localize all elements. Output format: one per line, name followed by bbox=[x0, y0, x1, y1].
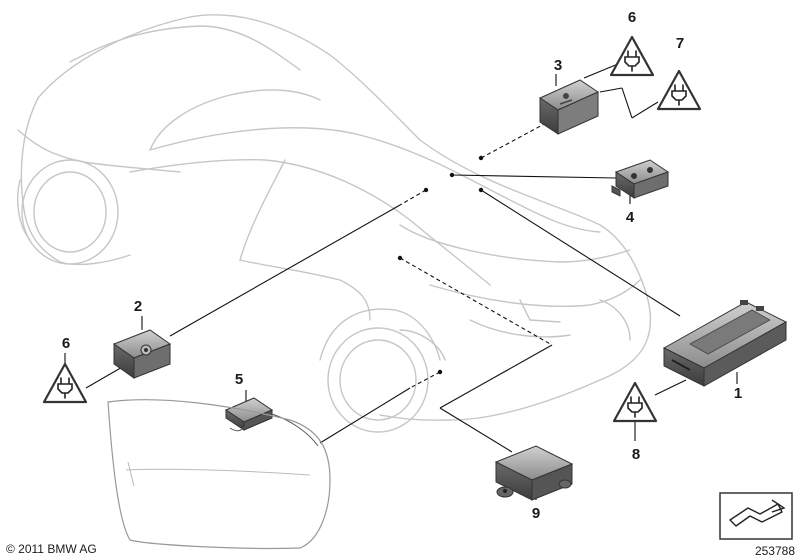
callout-7: 7 bbox=[676, 35, 684, 52]
part-3-control-module bbox=[538, 79, 600, 135]
warning-triangle-plug-icon bbox=[612, 381, 658, 423]
callout-2: 2 bbox=[134, 298, 142, 315]
warning-triangle-plug-icon bbox=[609, 35, 655, 77]
part-5-antenna bbox=[224, 397, 319, 447]
warning-triangle-plug-icon bbox=[42, 362, 88, 404]
callout-4: 4 bbox=[626, 209, 635, 226]
arrow-navigation-icon bbox=[719, 492, 793, 540]
part-9-sensor bbox=[494, 445, 574, 501]
leader-lines bbox=[64, 63, 738, 500]
callout-5: 5 bbox=[235, 371, 243, 388]
callout-1: 1 bbox=[734, 385, 742, 402]
callout-9: 9 bbox=[532, 505, 540, 522]
warning-triangle-plug-icon bbox=[656, 69, 702, 111]
part-2-control-module bbox=[112, 329, 172, 379]
callout-8: 8 bbox=[632, 446, 640, 463]
part-1-telematics-unit bbox=[662, 300, 788, 387]
copyright-text: © 2011 BMW AG bbox=[6, 542, 97, 556]
car-outline bbox=[17, 14, 652, 433]
callout-6-left: 6 bbox=[62, 335, 70, 352]
callout-3: 3 bbox=[554, 57, 562, 74]
part-4-sensor-module bbox=[611, 159, 670, 199]
callout-6-top: 6 bbox=[628, 9, 636, 26]
rear-window-antenna bbox=[107, 399, 331, 550]
image-number: 253788 bbox=[755, 544, 795, 558]
